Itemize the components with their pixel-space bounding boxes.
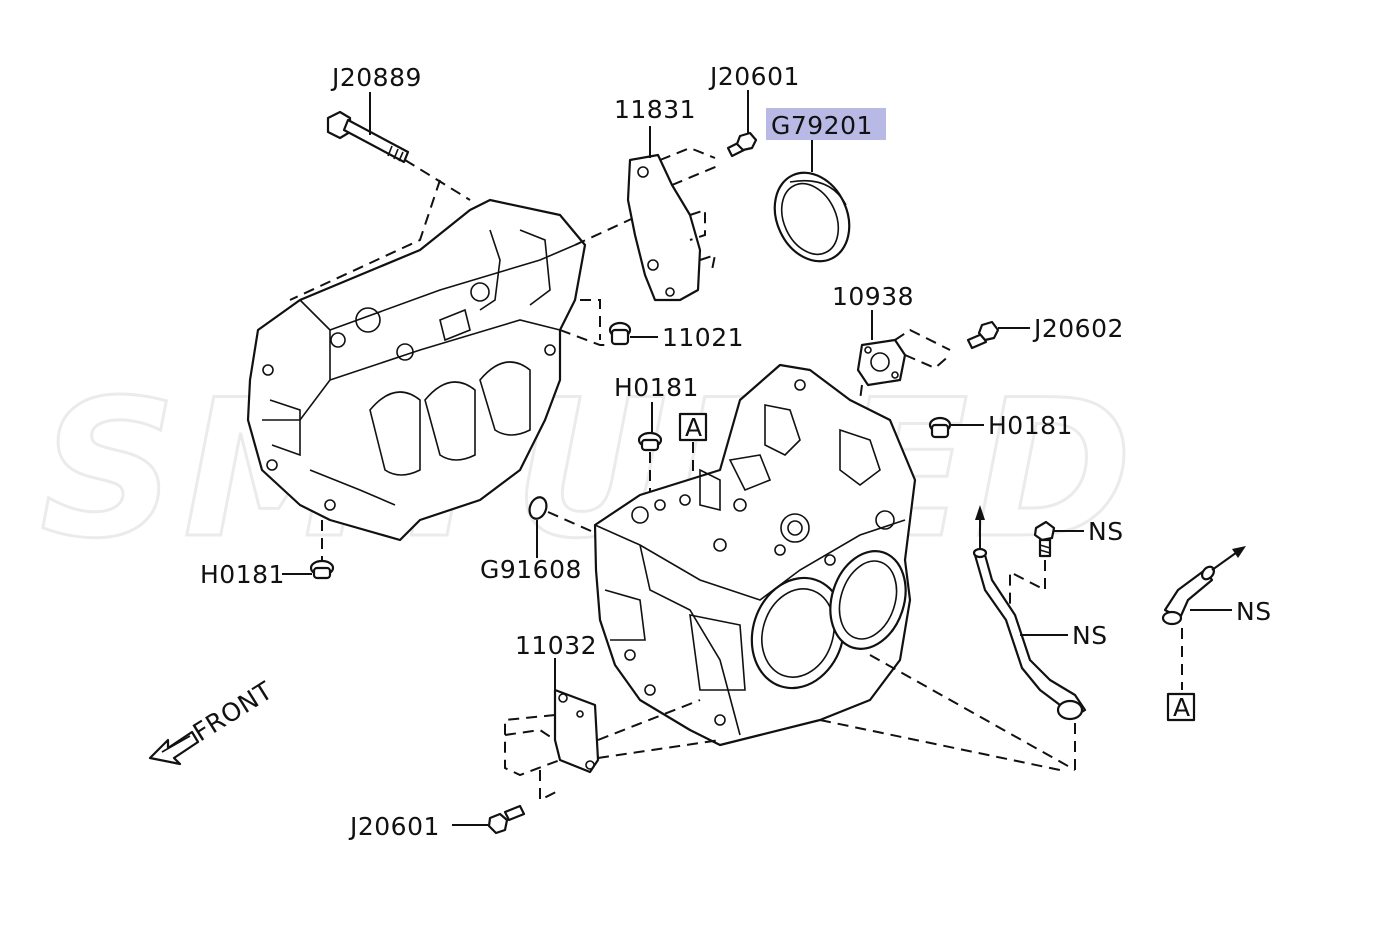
oil-seal-g79201 [773, 171, 851, 263]
label-11021: 11021 [662, 323, 744, 352]
front-arrow-icon [148, 730, 200, 766]
label-j20601-top: J20601 [708, 62, 800, 91]
small-bolt-j20601-top [726, 131, 758, 158]
ref-a-right: A [1173, 693, 1191, 722]
label-h0181-left: H0181 [200, 560, 285, 589]
flange-10938 [856, 338, 907, 387]
right-block-half [593, 363, 917, 747]
plug-h0181-right [928, 416, 952, 439]
label-g91608: G91608 [480, 555, 582, 584]
label-h0181-right: H0181 [988, 411, 1073, 440]
label-front: FRONT [188, 676, 278, 747]
label-j20889: J20889 [330, 63, 422, 92]
bolt-ns [1033, 520, 1056, 558]
highlight-g79201 [766, 108, 886, 140]
plug-h0181-center [637, 431, 663, 452]
ref-a-center: A [685, 413, 703, 442]
label-h0181-center: H0181 [614, 373, 699, 402]
label-11032: 11032 [515, 631, 597, 660]
plug-11021 [608, 321, 632, 346]
small-bolt-j20601-bottom [487, 804, 526, 835]
label-g79201: G79201 [771, 111, 873, 140]
bracket-plate-11831 [626, 153, 702, 302]
label-j20602: J20602 [1032, 314, 1124, 343]
gasket-g91608 [528, 496, 548, 520]
label-ns-tube: NS [1072, 621, 1108, 650]
label-11831: 11831 [614, 95, 696, 124]
ref-box-a-center [678, 412, 708, 442]
left-block-half [246, 198, 587, 542]
cover-plate-11032 [553, 688, 600, 774]
long-bolt-j20889 [326, 110, 410, 164]
label-ns-pipe: NS [1236, 597, 1272, 626]
dipstick-tube-ns [972, 547, 1087, 721]
label-10938: 10938 [832, 282, 914, 311]
bolt-j20602 [966, 320, 1000, 350]
watermark: SMTUNED [40, 359, 1138, 580]
ref-box-a-right [1166, 692, 1196, 722]
pipe-elbow-ns [1161, 565, 1216, 626]
label-ns-bolt: NS [1088, 517, 1124, 546]
label-j20601-bottom: J20601 [348, 812, 440, 841]
plug-h0181-left [309, 559, 335, 580]
